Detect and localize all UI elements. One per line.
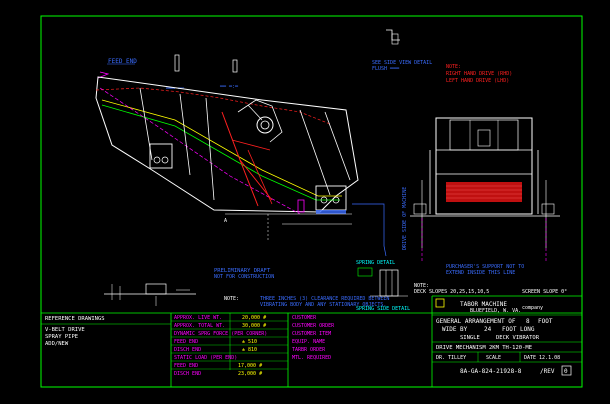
company-location: BLUEFIELD, W. VA. [470, 308, 521, 314]
spec-feed-val: ± 510 [242, 339, 257, 345]
cust-equip: EQUIP. NAME [292, 339, 325, 345]
spec-approx-val: 20,000 # [242, 315, 266, 321]
spec-approx-lbl: APPROX. LIVE WT. [174, 315, 222, 321]
prelim-label-1: PRELIMINARY DRAFT [214, 268, 271, 274]
drive-motor [256, 116, 274, 134]
rev-number: 0 [564, 368, 568, 375]
side-note-3: LEFT HAND DRIVE (LHD) [446, 78, 509, 84]
feed-end-label: FEED END [108, 58, 137, 65]
bottom-table: REFERENCE DRAWINGS V-BELT DRIVE SPRAY PI… [41, 295, 582, 387]
spec-feed2-lbl: FEED END [174, 363, 198, 369]
rev-label: /REV [540, 368, 555, 375]
spec-feed2-val: 17,000 # [238, 363, 262, 369]
view-detail-tag: SEE SIDE VIEW DETAIL [372, 60, 432, 66]
cust-item: CUSTOMER ITEM [292, 331, 331, 337]
title-line-3: SINGLE [460, 335, 480, 341]
reference-row-1: SPRAY PIPE [45, 334, 78, 340]
company-logo-icon [435, 298, 445, 308]
feed-spring-box [149, 143, 173, 169]
side-note-2: RIGHT HAND DRIVE (RHD) [446, 71, 512, 77]
spec-disch2-val: 23,000 # [238, 371, 262, 377]
spec-dynamic-lbl: DYNAMIC SPRG FORCE (PER CORNER) [174, 331, 267, 337]
deck-note-1: NOTE: [414, 283, 429, 289]
drawing-number: 8A-GA-824-21928-8 [460, 368, 522, 375]
cust-tarbr: TARBR ORDER [292, 347, 326, 353]
svg-text:A: A [224, 218, 227, 224]
spec-disch-val: ± 810 [242, 347, 257, 353]
spring-detail-label: SPRING DETAIL [356, 260, 395, 266]
spec-disch-lbl: DISCH END [174, 347, 201, 353]
general-note-1: THREE INCHES (3) CLEARANCE REQUIRED BETW… [260, 296, 389, 302]
screen-body-outline [95, 76, 359, 213]
prelim-label-2: NOT FOR CONSTRUCTION [214, 274, 274, 280]
cust-mtl: MTL. REQUIRED [292, 355, 331, 361]
date-label: DATE 12.1.08 [524, 355, 560, 361]
screen-slope-note: SCREEN SLOPE 0° [522, 289, 567, 295]
drive-mechanism: DRIVE MECHANISM 2KM TH-120-ME [436, 345, 532, 351]
spec-feed-lbl: FEED END [174, 339, 198, 345]
svg-text:FLUSH ═══: FLUSH ═══ [372, 66, 400, 72]
spec-total-lbl: APPROX. TOTAL WT. [174, 323, 225, 329]
screen-deck-mesh [446, 182, 522, 202]
title-line-3b: DECK VIBRATOR [496, 335, 540, 341]
spec-disch2-lbl: DISCH END [174, 371, 201, 377]
general-note-label: NOTE: [224, 296, 239, 302]
spec-total-val: 30,000 # [242, 323, 266, 329]
reference-row-2: ADD/NEW [45, 341, 69, 347]
side-view: FEED END ═══ ══ ══ ═:═ [95, 54, 389, 308]
support-note-1: PURCHASER'S SUPPORT NOT TO [446, 264, 524, 270]
title-line-2: WIDE BY [442, 326, 468, 333]
company-name: TABOR MACHINE [460, 301, 507, 308]
support-note-2: EXTEND INSIDE THIS LINE [446, 270, 515, 276]
spec-static-lbl: STATIC LOAD (PER END) [174, 355, 237, 361]
dim-label-b: ══ ═:═ [219, 84, 239, 90]
dim-label-a: ═══ ══ [165, 86, 185, 92]
drive-side-label: DRIVE SIDE OF MACHINE [402, 187, 408, 250]
view-labels: SEE SIDE VIEW DETAIL FLUSH ═══ NOTE: RIG… [372, 29, 512, 84]
drawing-border [40, 15, 583, 388]
disch-spring-box [315, 185, 347, 211]
scale-label: SCALE [486, 355, 501, 361]
reference-row-0: V-BELT DRIVE [45, 327, 85, 333]
cust-customer: CUSTOMER [292, 315, 317, 321]
end-view: DRIVE SIDE OF MACHINE PURCHASER'S SUPPOR… [402, 117, 567, 295]
spring-detail: SPRING DETAIL SPRING SIDE DETAIL [356, 260, 410, 312]
general-note-2: VIBRATING BODY AND ANY STATIONARY OBJECT… [260, 302, 386, 308]
deck-note-2: DECK SLOPES 20,25,15,10,5 [414, 289, 489, 295]
title-line-2-val: 24 [484, 326, 492, 333]
title-line-1-val: 8 [526, 318, 530, 325]
title-line-2-unit: FOOT LONG [502, 326, 535, 333]
spring-side-label: SPRING SIDE DETAIL [356, 306, 410, 312]
title-line-1-unit: FOOT [538, 318, 553, 325]
base-foot-detail [104, 283, 196, 306]
drawn-by: DR. TILLEY [436, 355, 466, 361]
reference-header: REFERENCE DRAWINGS [45, 316, 105, 322]
side-note-1: NOTE: [446, 64, 461, 70]
company-suffix: company [522, 305, 543, 311]
title-line-1: GENERAL ARRANGEMENT OF [436, 318, 516, 325]
cust-order: CUSTOMER ORDER [292, 323, 335, 329]
